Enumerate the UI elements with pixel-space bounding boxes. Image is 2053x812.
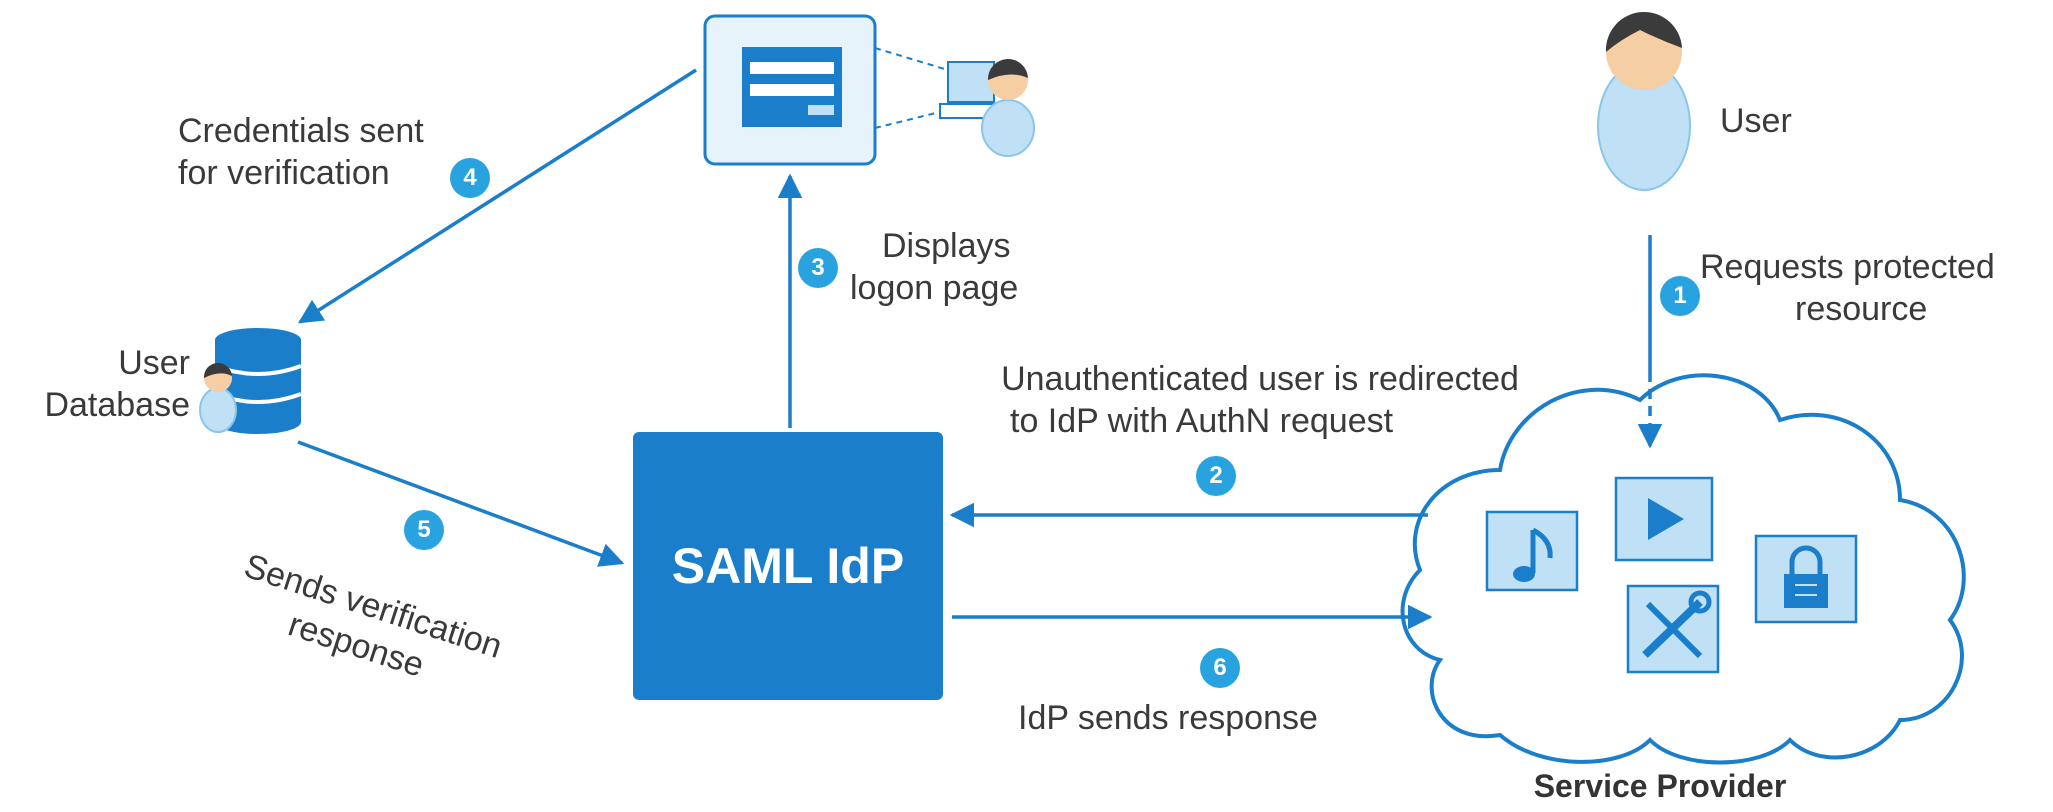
music-note-icon [1485, 510, 1579, 592]
user-database-line-2: Database [44, 386, 190, 424]
step-3-line-1: Displays [882, 227, 1011, 265]
step-4-badge: 4 [450, 158, 490, 198]
database-icon [199, 328, 302, 434]
step-3-badge: 3 [798, 248, 838, 288]
step-4-line-2: for verification [178, 154, 390, 192]
lock-icon [1754, 534, 1858, 624]
step-1-label: Requests protected resource [1700, 246, 2050, 330]
step-4-line-1: Credentials sent [178, 112, 424, 150]
step-2-line-1: Unauthenticated user is redirected [1001, 360, 1519, 398]
saml-idp-box: SAML IdP [633, 432, 943, 700]
step-3-label: Displays logon page [850, 225, 1110, 309]
user-database-line-1: User [118, 344, 190, 382]
step-2-label: Unauthenticated user is redirected to Id… [930, 358, 1590, 442]
step-4-label: Credentials sent for verification [178, 110, 558, 194]
user-label: User [1720, 102, 1792, 140]
step-1-line-1: Requests protected [1700, 248, 1995, 286]
arrow-step-4 [297, 68, 697, 324]
tools-icon [1626, 584, 1720, 674]
step-2-line-2: to IdP with AuthN request [1010, 402, 1394, 440]
user-database-label: User Database [20, 342, 190, 426]
step-6-label: IdP sends response [1018, 697, 1438, 739]
step-1-badge: 1 [1660, 276, 1700, 316]
cloud-icon [1400, 373, 1966, 765]
step-1-line-2: resource [1795, 290, 1928, 328]
logon-screen-icon [703, 14, 1035, 166]
saml-idp-label: SAML IdP [671, 538, 905, 594]
step-6-line-1: IdP sends response [1018, 699, 1318, 737]
step-3-line-2: logon page [850, 269, 1019, 307]
step-6-badge: 6 [1200, 648, 1240, 688]
step-5-badge: 5 [404, 510, 444, 550]
user-person-icon [1597, 11, 1691, 191]
step-2-badge: 2 [1196, 456, 1236, 496]
service-provider-label: Service Provider [1533, 768, 1787, 804]
play-icon [1614, 476, 1714, 562]
arrow-step-5 [297, 440, 625, 567]
